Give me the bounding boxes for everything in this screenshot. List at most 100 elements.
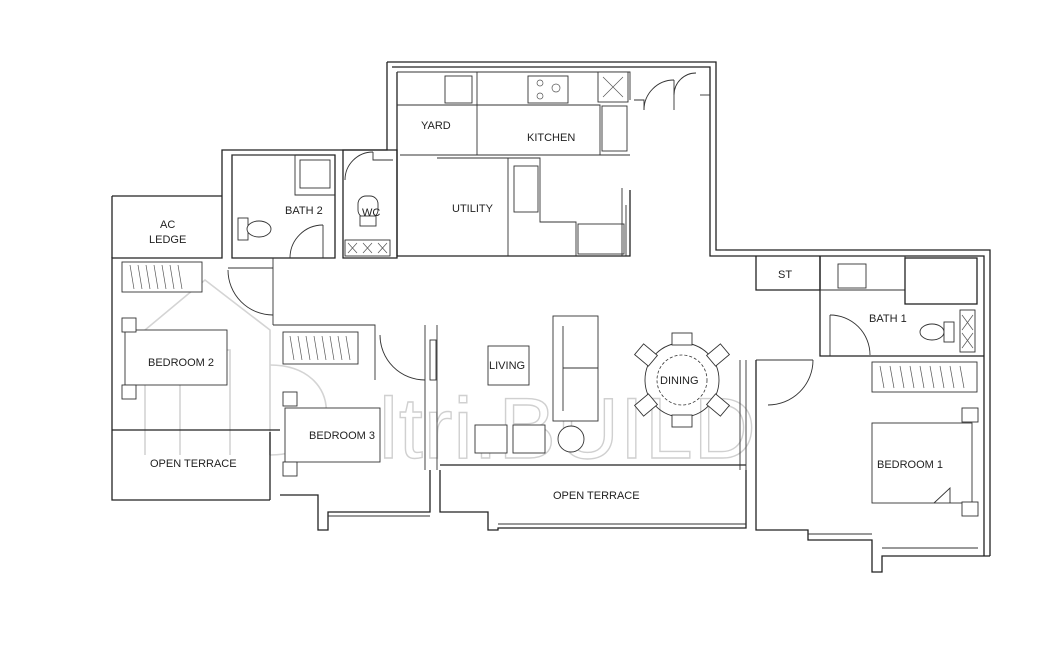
armchair-2 (512, 424, 546, 454)
wc-outline (342, 149, 398, 259)
label-bedroom3: BEDROOM 3 (309, 430, 375, 442)
bedroom1-side-table-2 (961, 501, 979, 517)
dining-chair-3 (633, 343, 659, 367)
dining-chair-2 (671, 414, 693, 428)
dining-chair-1 (671, 332, 693, 346)
dining-table-inner (656, 354, 708, 406)
bedroom3-bed (284, 407, 381, 463)
bath2-vanity (232, 154, 335, 196)
label-bedroom1: BEDROOM 1 (877, 459, 943, 471)
wall-bed3-living (424, 325, 438, 470)
label-ac-ledge-2: LEDGE (149, 234, 186, 246)
sink-yard (444, 75, 473, 104)
wall-bed1-bottom (755, 360, 990, 573)
door-swing-2 (673, 72, 697, 96)
wall-center-terrace (439, 470, 747, 531)
burner-3 (536, 92, 544, 100)
bedroom1-wardrobe (871, 361, 978, 393)
sofa (552, 315, 599, 422)
living-tv-unit (487, 345, 530, 386)
kitchen-appliance (513, 165, 539, 213)
living-window-jamb (429, 339, 437, 381)
wall-top-right (387, 61, 991, 556)
label-open-terrace-center: OPEN TERRACE (553, 490, 640, 502)
bath1-tub (904, 257, 978, 305)
label-kitchen: KITCHEN (527, 132, 575, 144)
bedroom1-bed (871, 422, 973, 504)
bedroom3-wardrobe (282, 331, 359, 365)
label-ac-ledge-1: AC (160, 219, 175, 231)
bath1-shower (959, 309, 976, 353)
label-st: ST (778, 269, 792, 281)
bedroom1-block (871, 361, 979, 517)
bedroom2-block (121, 258, 376, 400)
dining-chair-5 (633, 393, 659, 417)
label-wc: WC (362, 207, 380, 219)
bath1-door-swing (829, 314, 871, 356)
burner-2 (551, 83, 561, 93)
side-table (557, 425, 585, 453)
outer-walls (111, 61, 991, 573)
sofa-cushions (562, 326, 598, 411)
bedroom2-door-swing (227, 269, 274, 316)
bedroom3-side-table-1 (282, 391, 298, 407)
washer (601, 105, 628, 152)
room-labels: YARD KITCHEN BATH 2 WC UTILITY AC LEDGE … (148, 120, 943, 502)
bedroom2-side-table-1 (121, 317, 137, 333)
stove (527, 75, 569, 104)
bath2-outline (231, 154, 336, 259)
bedroom3-block (282, 325, 438, 477)
bath1-cistern (943, 321, 955, 343)
main-door-swing (643, 79, 675, 111)
label-dining: DINING (660, 375, 699, 387)
dining-chair-6 (705, 393, 731, 417)
bedroom2-bed (124, 329, 228, 386)
label-open-terrace-left: OPEN TERRACE (150, 458, 237, 470)
burner-1 (536, 79, 544, 87)
service-block (396, 71, 710, 257)
dining-chair-4 (705, 343, 731, 367)
label-utility: UTILITY (452, 203, 494, 215)
bedroom1-wardrobe-hangers (879, 365, 965, 389)
wc-shower-hatch (347, 242, 388, 254)
oven (577, 223, 625, 255)
bedroom1-door-swing (767, 359, 814, 406)
bedroom2-side-table-2 (121, 384, 137, 400)
bath1-basin (837, 263, 867, 289)
wc-door-leaf (372, 152, 393, 161)
bedroom2-wardrobe-hangers (129, 264, 183, 290)
bedroom3-wardrobe-hangers (289, 335, 351, 361)
wall-bed3-bottom (280, 470, 431, 531)
label-bedroom2: BEDROOM 2 (148, 357, 214, 369)
bedroom3-side-table-2 (282, 461, 298, 477)
bath1-outline (819, 256, 984, 357)
kitchen-counter-line (397, 104, 630, 156)
bath2-door-swing (289, 224, 324, 259)
label-yard: YARD (421, 120, 451, 132)
armchair-1 (474, 424, 508, 454)
bedroom1-bed-fold (933, 486, 951, 504)
living-dining-block (474, 315, 747, 470)
bedroom1-side-table-1 (961, 407, 979, 423)
label-bath2: BATH 2 (285, 205, 323, 217)
bath1-shower-hatch (961, 314, 974, 349)
kitchen-lower-counter (508, 157, 577, 256)
main-door-jamb (634, 99, 645, 110)
wall-living-bed1 (739, 360, 747, 470)
fridge-cross (602, 76, 624, 98)
kitchen-window (621, 188, 627, 256)
bath2-cistern (237, 217, 249, 241)
kitchen-counter-top (397, 71, 631, 100)
label-living: LIVING (489, 360, 525, 372)
bath2-wc-block (231, 149, 398, 259)
label-bath1: BATH 1 (869, 313, 907, 325)
bath2-basin (299, 159, 331, 189)
bath2-toilet (246, 220, 272, 238)
wall-bed2-bed3 (273, 324, 376, 380)
bedroom3-door-swing (379, 334, 426, 381)
st-bath1-block (755, 256, 984, 406)
wc-cistern (359, 215, 377, 227)
bath1-toilet (919, 323, 945, 341)
